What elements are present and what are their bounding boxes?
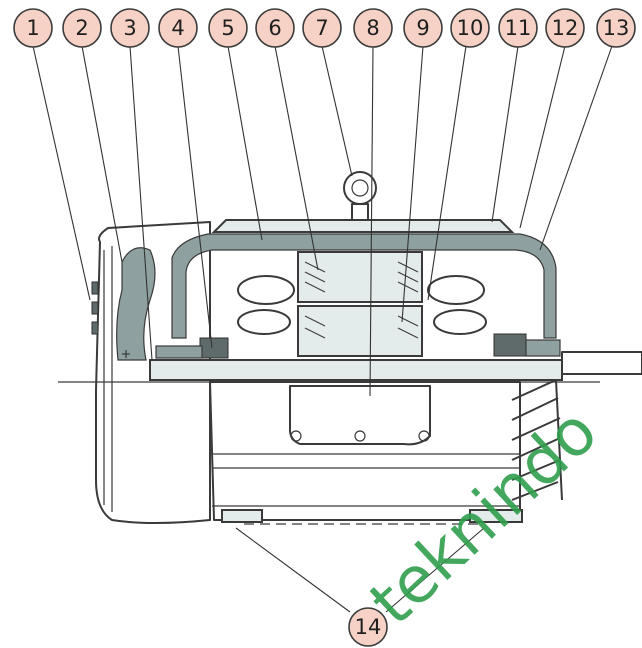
svg-text:7: 7 [315,16,328,40]
bearing-nde [199,337,229,359]
watermark-text: teknindo [356,394,611,639]
callout-2: 2 [62,8,102,48]
callout-9: 9 [403,8,443,48]
shaft-extension [561,351,642,375]
callout-13: 13 [596,8,636,48]
end-winding-right [427,275,485,305]
callout-6: 6 [255,8,295,48]
frame-upper [171,233,557,339]
svg-text:12: 12 [552,16,579,40]
svg-text:10: 10 [457,16,484,40]
fan-cowl [95,221,211,524]
motor-shaft [149,359,563,381]
svg-text:5: 5 [221,16,234,40]
svg-text:1: 1 [26,16,39,40]
rotor-core [297,305,423,357]
foot-right [469,509,523,523]
callout-8: 8 [353,8,393,48]
lifting-eyebolt [343,171,377,221]
bearing-de [493,333,527,357]
callout-11: 11 [498,8,538,48]
callout-12: 12 [545,8,585,48]
svg-text:8: 8 [366,16,379,40]
fan-cowl-ribs [103,246,113,512]
callout-7: 7 [302,8,342,48]
callout-4: 4 [158,8,198,48]
callout-bubbles: 1 2 3 4 5 6 7 8 9 10 11 [13,8,636,647]
callout-14: 14 [348,607,388,647]
svg-text:4: 4 [171,16,184,40]
svg-text:6: 6 [268,16,281,40]
svg-text:11: 11 [505,16,532,40]
cooling-fan [116,247,156,361]
svg-text:3: 3 [123,16,136,40]
svg-text:14: 14 [355,615,382,639]
svg-text:9: 9 [416,16,429,40]
foot-left [221,509,263,523]
leader-lines [32,45,613,613]
callout-1: 1 [13,8,53,48]
stator-winding-hatch [304,261,419,293]
svg-text:13: 13 [603,16,630,40]
callout-10: 10 [450,8,490,48]
motor-drawing [58,171,642,525]
callout-5: 5 [208,8,248,48]
top-cover [211,219,515,233]
end-winding-left [237,275,295,305]
terminal-box [289,385,431,446]
callout-3: 3 [110,8,150,48]
stator-core-upper [297,251,423,303]
svg-text:2: 2 [75,16,88,40]
cooling-fins [511,379,563,501]
